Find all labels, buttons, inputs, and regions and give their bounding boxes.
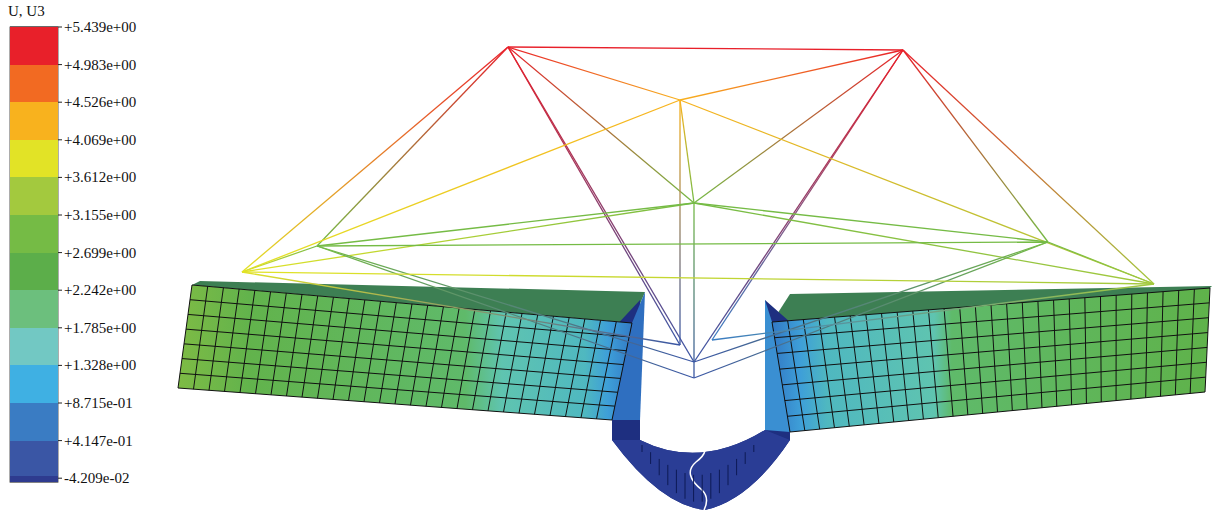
- legend-value: +3.155e+00: [64, 206, 136, 224]
- center-line: [690, 420, 706, 510]
- notch-wall: [612, 292, 645, 420]
- color-swatch: [10, 476, 58, 482]
- notch-wall: [765, 300, 790, 432]
- legend-value: +2.699e+00: [64, 244, 136, 262]
- legend-value: -4.209e-02: [64, 469, 129, 487]
- cable-net: [242, 47, 1154, 378]
- color-swatch: [10, 365, 58, 403]
- colorbar-ticks: [10, 27, 62, 482]
- notch-dip-front: [612, 430, 790, 510]
- plate-front: [772, 288, 1210, 432]
- color-swatch: [10, 328, 58, 366]
- legend-value: +2.242e+00: [64, 281, 136, 299]
- legend-value: +1.785e+00: [64, 319, 136, 337]
- legend-value: +4.069e+00: [64, 131, 136, 149]
- color-swatch: [10, 403, 58, 441]
- color-swatch: [10, 140, 58, 178]
- legend-value: +4.983e+00: [64, 56, 136, 74]
- legend-value: +4.147e-01: [64, 432, 133, 450]
- color-swatch: [10, 27, 58, 65]
- color-swatch: [10, 177, 58, 215]
- color-swatch: [10, 253, 58, 291]
- legend-value: +1.328e+00: [64, 356, 136, 374]
- color-swatch: [10, 65, 58, 103]
- legend-value: +3.612e+00: [64, 168, 136, 186]
- legend-value: +4.526e+00: [64, 93, 136, 111]
- legend-value: +5.439e+00: [64, 18, 136, 36]
- color-swatch: [10, 102, 58, 140]
- color-swatch: [10, 215, 58, 253]
- color-swatch: [10, 441, 58, 479]
- color-swatch: [10, 290, 58, 328]
- legend-value: +8.715e-01: [64, 394, 133, 412]
- legend-title: U, U3: [8, 2, 45, 20]
- plate-front: [178, 285, 632, 420]
